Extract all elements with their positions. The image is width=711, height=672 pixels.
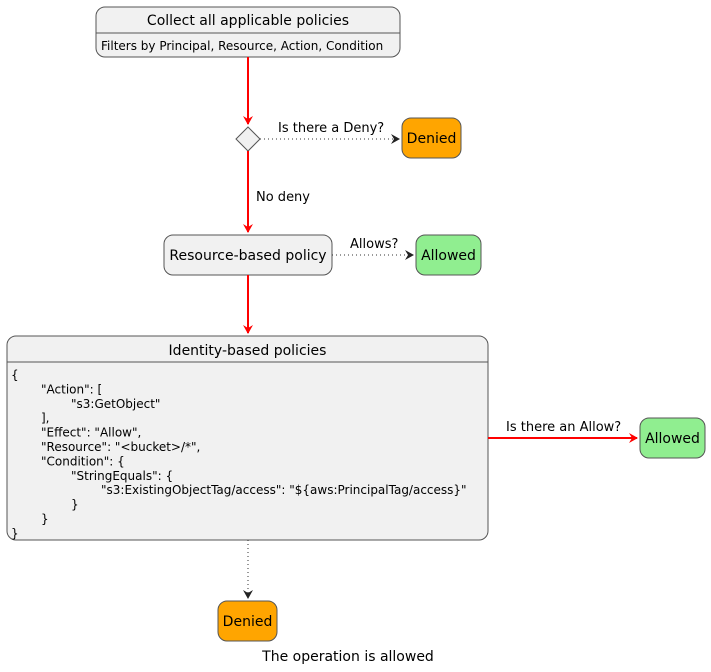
allowed-node-identity: Allowed bbox=[639, 417, 706, 459]
edge-label-allow-check: Is there an Allow? bbox=[506, 420, 621, 435]
policy-json-code: { "Action": ["s3:GetObject"],"Effect": "A… bbox=[11, 368, 467, 540]
policy-code-line: } bbox=[71, 498, 79, 512]
policy-code-line: "StringEquals": { bbox=[71, 469, 173, 483]
policy-code-line: ], bbox=[41, 411, 50, 425]
denied-top-label: Denied bbox=[407, 131, 457, 147]
allowed-identity-label: Allowed bbox=[645, 431, 700, 447]
denied-node-bottom: Denied bbox=[217, 600, 278, 642]
policy-code-line: } bbox=[41, 512, 49, 526]
policy-code-line: "Action": [ bbox=[41, 382, 102, 396]
identity-policies-node: Identity-based policies {"Action": ["s3:… bbox=[6, 335, 489, 541]
deny-decision-diamond bbox=[235, 126, 261, 152]
allowed-node-resource: Allowed bbox=[415, 234, 482, 276]
edge-label-deny-check: Is there a Deny? bbox=[278, 121, 384, 136]
collect-policies-title: Collect all applicable policies bbox=[147, 13, 349, 29]
policy-code-line: { bbox=[11, 368, 19, 382]
policy-code-line: "Condition": { bbox=[41, 454, 125, 468]
identity-policies-title: Identity-based policies bbox=[169, 343, 327, 359]
policy-code-line: "s3:GetObject" bbox=[71, 397, 160, 411]
collect-policies-description: Filters by Principal, Resource, Action, … bbox=[101, 39, 383, 53]
resource-policy-label: Resource-based policy bbox=[169, 248, 326, 264]
resource-policy-node: Resource-based policy bbox=[163, 234, 333, 276]
policy-code-line: "Effect": "Allow", bbox=[41, 426, 141, 440]
policy-code-line: } bbox=[11, 526, 19, 540]
policy-code-line: "Resource": "<bucket>/*", bbox=[41, 440, 200, 454]
edge-label-allows: Allows? bbox=[350, 237, 398, 252]
denied-bottom-label: Denied bbox=[223, 614, 273, 630]
policy-code-line: "s3:ExistingObjectTag/access": "${aws:Pr… bbox=[101, 483, 467, 497]
allowed-resource-label: Allowed bbox=[421, 248, 476, 264]
footer-caption: The operation is allowed bbox=[261, 649, 434, 665]
collect-policies-node: Collect all applicable policies Filters … bbox=[95, 6, 401, 58]
edge-label-no-deny: No deny bbox=[256, 190, 310, 205]
denied-node-top: Denied bbox=[401, 117, 462, 159]
